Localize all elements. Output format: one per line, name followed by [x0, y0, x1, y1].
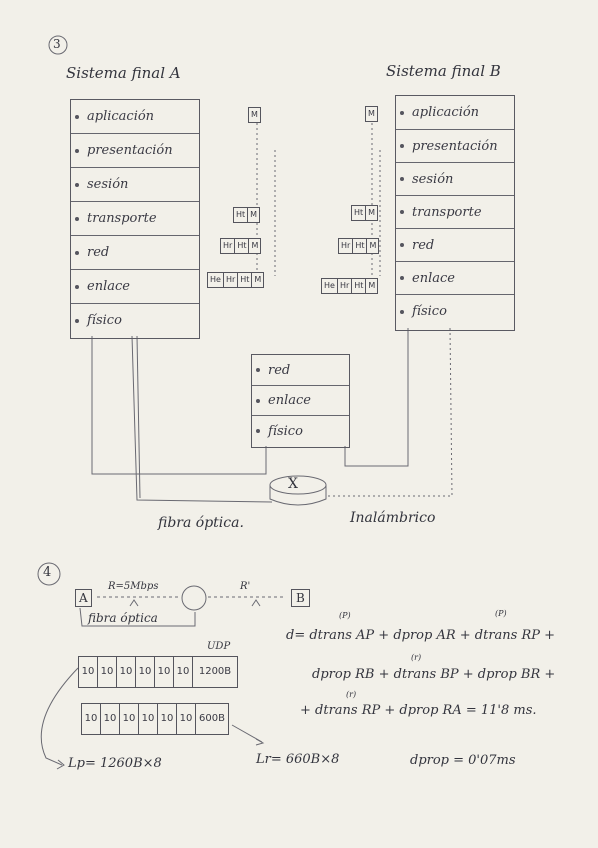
- encap-left-app: M: [248, 107, 261, 123]
- encap-right-link: He Hr Ht M: [321, 278, 379, 294]
- header-cell: M: [248, 238, 262, 254]
- fiber-label-4: fibra óptica: [88, 611, 158, 625]
- header-cell: 10: [97, 656, 117, 688]
- system-a-title: Sistema final A: [66, 64, 181, 82]
- packet-p: 10 10 10 10 10 10 1200B: [78, 656, 238, 688]
- header-cell: Hr: [336, 278, 353, 294]
- link-router-b: [344, 328, 409, 467]
- layer-a-network: red: [71, 236, 199, 270]
- header-cell: Ht: [351, 205, 367, 221]
- header-cell: 10: [116, 656, 136, 688]
- packet-r: 10 10 10 10 10 10 600B: [81, 703, 229, 735]
- router-symbol: X: [288, 476, 298, 492]
- encap-left-transport: Ht M: [233, 207, 261, 223]
- header-cell: He: [321, 278, 338, 294]
- layer-a-link: enlace: [71, 270, 199, 304]
- sup-p1: (P): [339, 611, 351, 620]
- sup-p2: (P): [495, 609, 507, 618]
- layer-a-session: sesión: [71, 168, 199, 202]
- header-cell: 10: [100, 703, 120, 735]
- fiber-label: fibra óptica.: [158, 515, 244, 531]
- header-cell: M: [365, 278, 379, 294]
- router-icon-top: [269, 475, 327, 495]
- header-cell: He: [207, 272, 224, 288]
- system-b-stack: aplicación presentación sesión transport…: [395, 95, 515, 331]
- section4-number: 4: [43, 565, 52, 580]
- layer-b-session: sesión: [396, 163, 514, 196]
- udp-label: UDP: [207, 641, 231, 652]
- delay-line-1: d= dtrans AP + dprop AR + dtrans RP +: [286, 628, 556, 643]
- header-cell: Hr: [220, 238, 236, 254]
- header-cell: 10: [176, 703, 196, 735]
- header-cell: 10: [138, 703, 158, 735]
- header-cell: Ht: [351, 278, 367, 294]
- section3-number: 3: [53, 37, 61, 51]
- sup-r2: (r): [346, 690, 357, 699]
- router4-icon: [181, 585, 207, 611]
- layer-b-application: aplicación: [396, 96, 514, 130]
- router-stack: red enlace físico: [251, 354, 350, 448]
- node-b: B: [291, 589, 310, 607]
- header-cell: M: [366, 238, 380, 254]
- sup-r1: (r): [411, 653, 422, 662]
- layer-b-transport: transporte: [396, 196, 514, 229]
- header-cell: 10: [157, 703, 177, 735]
- header-cell: Ht: [234, 238, 250, 254]
- payload-cell: 600B: [195, 703, 229, 735]
- header-cell: M: [248, 107, 261, 123]
- header-cell: 10: [81, 703, 101, 735]
- delay-line-2: dprop RB + dtrans BP + dprop BR +: [312, 667, 556, 682]
- layer-r-physical: físico: [252, 416, 349, 446]
- layer-a-transport: transporte: [71, 202, 199, 236]
- link-wireless: [325, 327, 453, 497]
- header-cell: M: [365, 205, 379, 221]
- node-a: A: [75, 589, 92, 607]
- encap-right-network: Hr Ht M: [338, 238, 380, 254]
- system-b-title: Sistema final B: [386, 62, 501, 80]
- header-cell: Hr: [338, 238, 354, 254]
- header-cell: M: [365, 106, 378, 122]
- header-cell: Ht: [352, 238, 368, 254]
- header-cell: Hr: [222, 272, 239, 288]
- encap-left-network: Hr Ht M: [220, 238, 262, 254]
- header-cell: 10: [119, 703, 139, 735]
- system-a-stack: aplicación presentación sesión transport…: [70, 99, 200, 339]
- link-fiber: [131, 335, 273, 503]
- header-cell: 10: [154, 656, 174, 688]
- lp-formula: Lp= 1260B×8: [68, 756, 162, 771]
- layer-a-physical: físico: [71, 304, 199, 337]
- section4-circle: [37, 562, 61, 586]
- layer-b-network: red: [396, 229, 514, 262]
- section3-circle: [48, 35, 68, 55]
- layer-a-application: aplicación: [71, 100, 199, 134]
- encap-right-transport: Ht M: [351, 205, 379, 221]
- header-cell: Ht: [233, 207, 249, 223]
- delay-line-3: + dtrans RP + dprop RA = 11'8 ms.: [300, 703, 537, 718]
- payload-cell: 1200B: [192, 656, 238, 688]
- wireless-label: Inalámbrico: [350, 510, 436, 526]
- layer-r-network: red: [252, 355, 349, 386]
- arrow-packet-lp: [40, 667, 79, 766]
- dprop-note: dprop = 0'07ms: [410, 753, 516, 768]
- lr-formula: Lr= 660B×8: [256, 752, 340, 767]
- header-cell: M: [251, 272, 265, 288]
- layer-r-link: enlace: [252, 386, 349, 416]
- rate-prime-label: R': [240, 581, 251, 592]
- header-cell: Ht: [237, 272, 253, 288]
- header-cell: 10: [173, 656, 193, 688]
- header-cell: 10: [78, 656, 98, 688]
- header-cell: 10: [135, 656, 155, 688]
- encap-left-link: He Hr Ht M: [207, 272, 265, 288]
- link-a-router: [91, 336, 267, 475]
- encap-right-app: M: [365, 106, 378, 122]
- layer-b-physical: físico: [396, 295, 514, 328]
- header-cell: M: [247, 207, 261, 223]
- layer-b-link: enlace: [396, 262, 514, 295]
- layer-b-presentation: presentación: [396, 130, 514, 163]
- layer-a-presentation: presentación: [71, 134, 199, 168]
- rate-label: R=5Mbps: [108, 581, 159, 592]
